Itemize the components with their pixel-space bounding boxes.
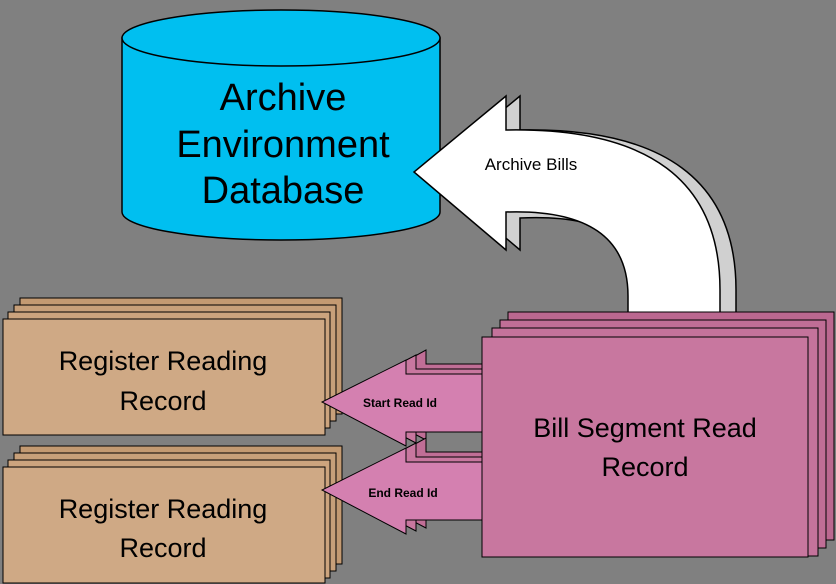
register-top-label-line2: Record [119, 386, 206, 416]
start-read-id-label: Start Read Id [363, 396, 437, 410]
register-bottom-label-line2: Record [119, 533, 206, 563]
archive-database-cylinder: Archive Environment Database [121, 9, 441, 241]
register-reading-record-bottom: Register Reading Record [2, 445, 343, 584]
start-read-id-arrow: Start Read Id [320, 349, 483, 447]
archive-bills-arrow: Archive Bills [412, 94, 737, 327]
register-reading-record-top: Register Reading Record [2, 297, 343, 436]
database-label-line2: Environment [176, 124, 390, 166]
register-top-label-line1: Register Reading [59, 346, 268, 376]
bill-segment-read-record: Bill Segment Read Record [481, 311, 835, 558]
database-label-line3: Database [202, 170, 365, 212]
end-read-id-arrow: End Read Id [320, 437, 483, 535]
bill-segment-label-line1: Bill Segment Read [533, 413, 757, 443]
archive-bills-label: Archive Bills [485, 155, 578, 174]
register-bottom-label-line1: Register Reading [59, 494, 268, 524]
end-read-id-label: End Read Id [368, 486, 437, 500]
database-label-line1: Archive [220, 77, 347, 119]
bill-segment-label-line2: Record [601, 452, 688, 482]
